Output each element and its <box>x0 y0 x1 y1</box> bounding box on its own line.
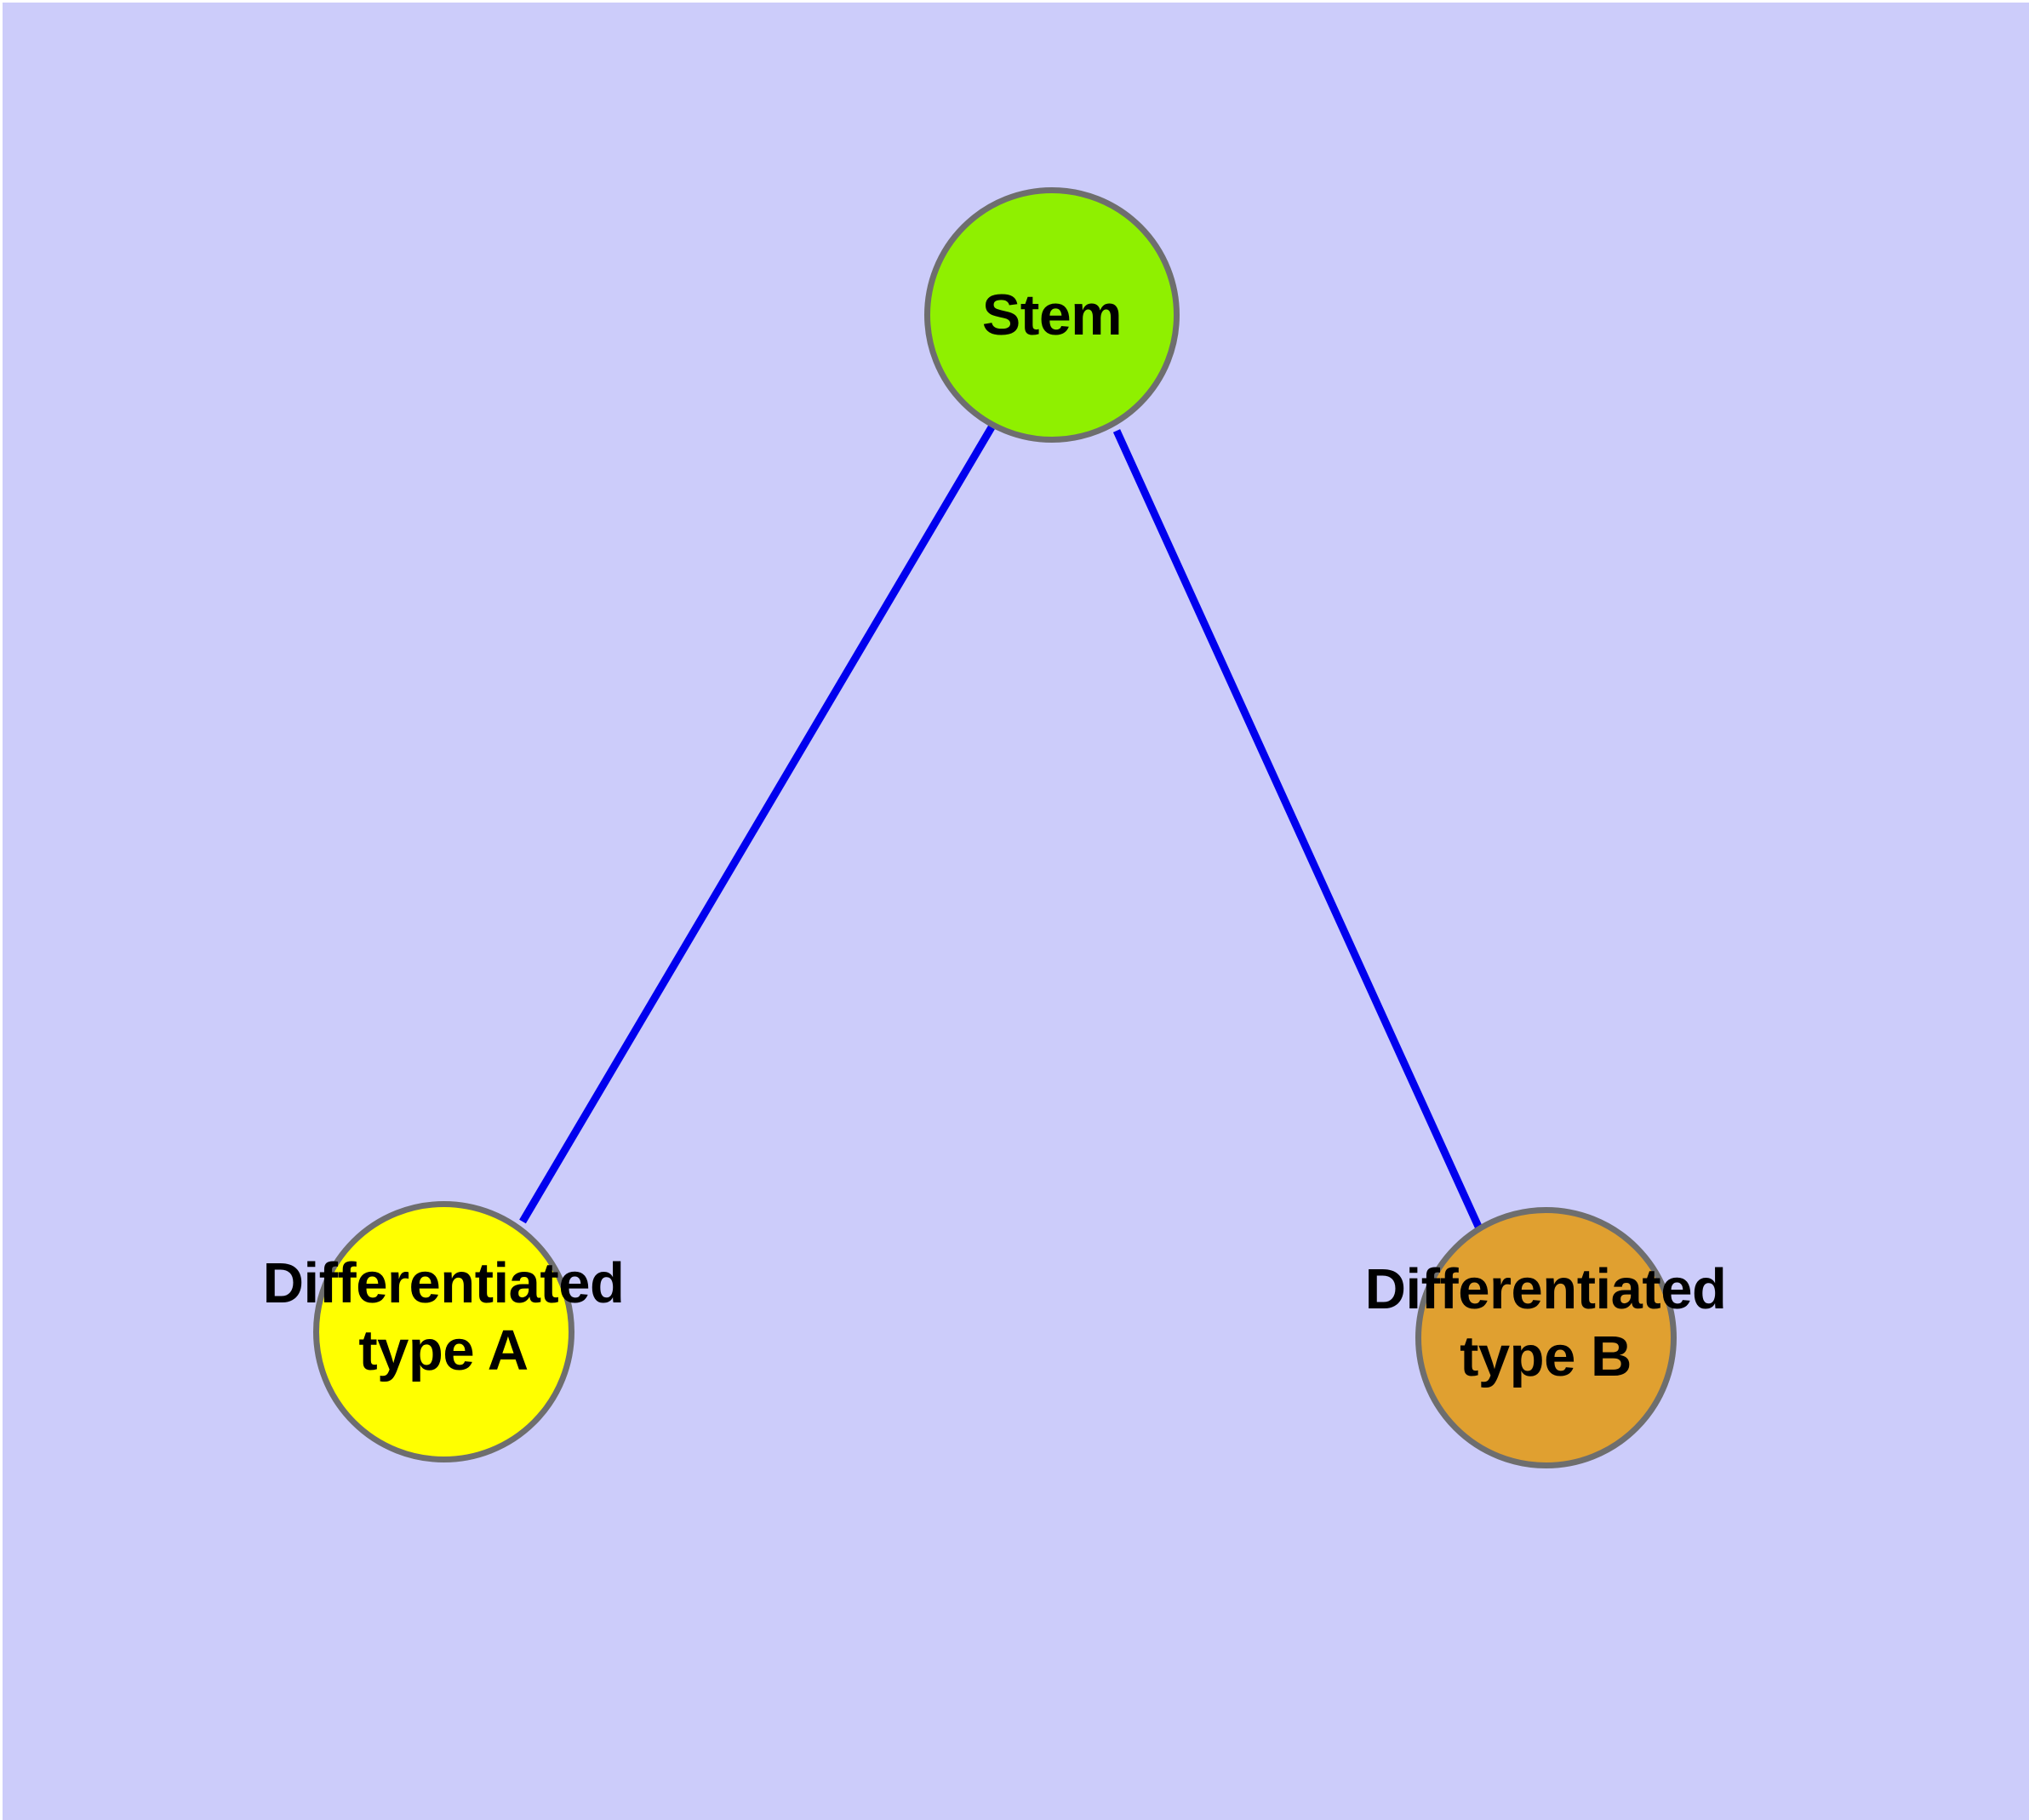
node-differentiated-type-b[interactable] <box>1415 1207 1677 1468</box>
node-differentiated-type-a[interactable] <box>313 1201 574 1462</box>
node-stem[interactable] <box>924 187 1180 443</box>
